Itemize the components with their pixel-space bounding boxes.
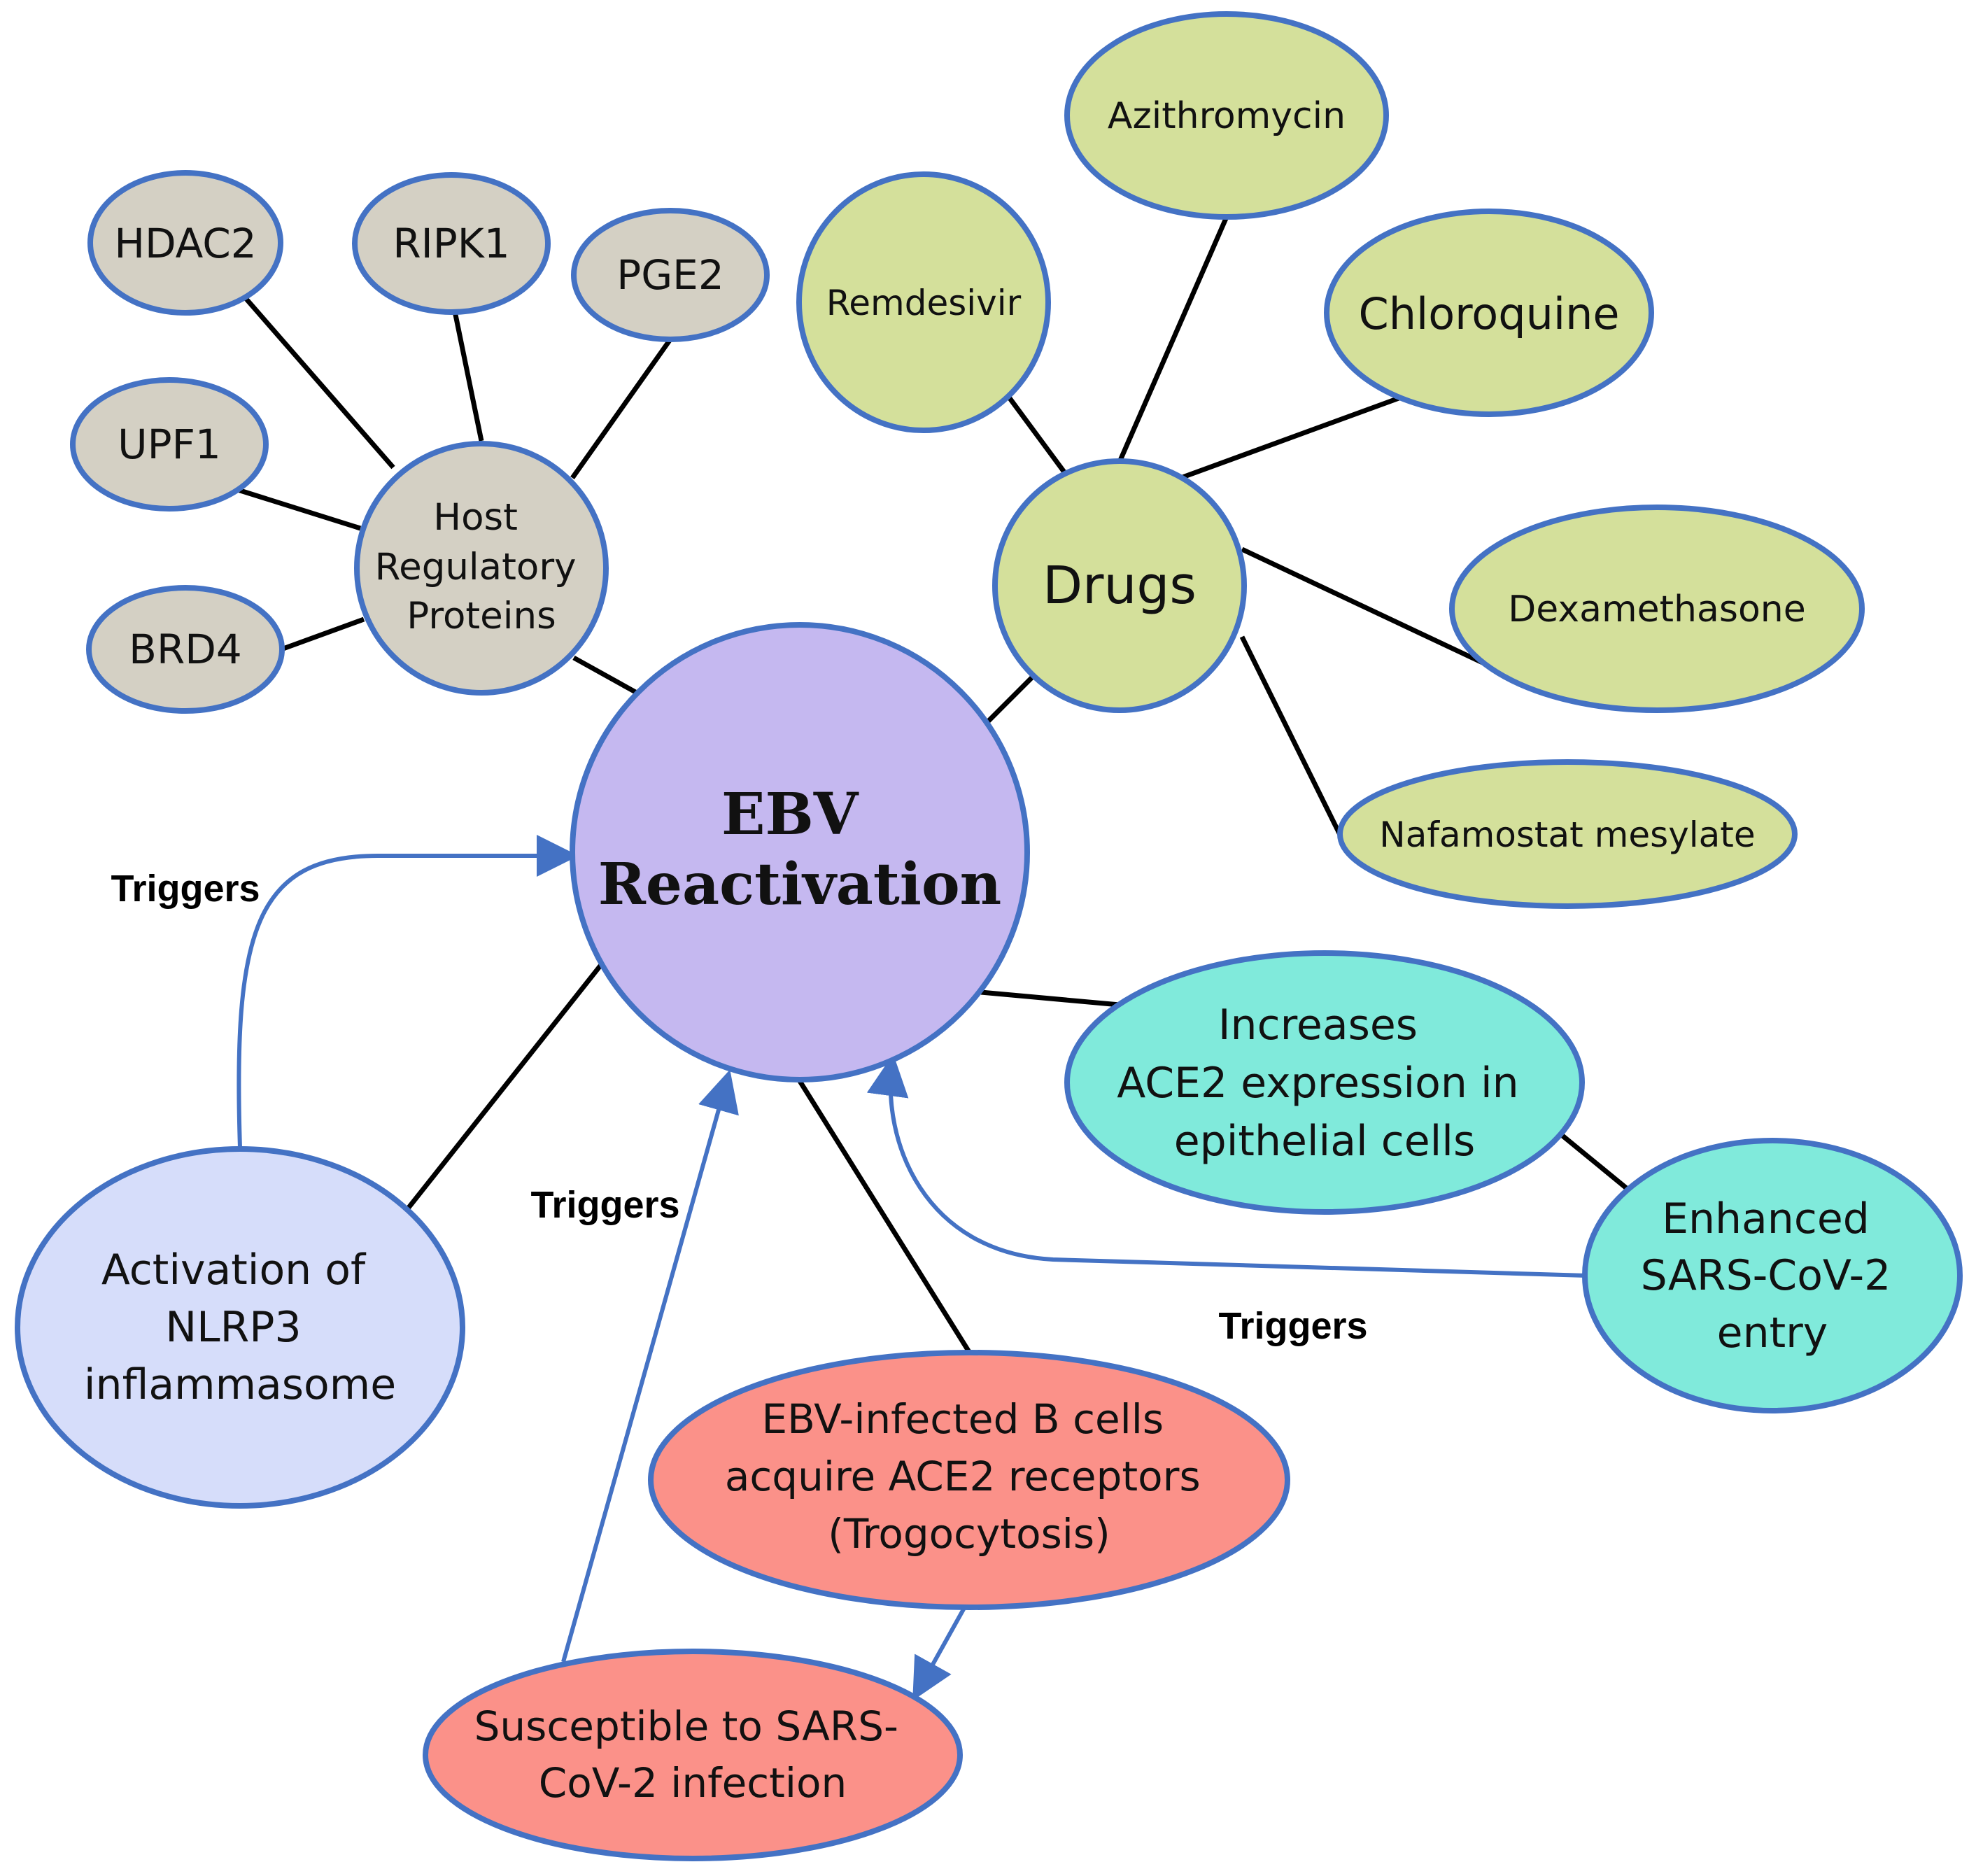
arrow-entry-to-center: [866, 1054, 1588, 1278]
drugs-hub-node[interactable]: Drugs: [992, 458, 1247, 713]
chloroquine-shape: [1324, 209, 1654, 417]
nlrp3-shape: [15, 1146, 465, 1509]
ebv-reactivation-line-2: Reactivation: [598, 851, 1002, 918]
ace2-epithelial-shape: [1064, 950, 1585, 1215]
ace2-epithelial-node[interactable]: Increases ACE2 expression in epithelial …: [1064, 950, 1585, 1215]
ace2-epithelial-line-1: Increases: [1218, 1001, 1418, 1050]
host-hub-line-1: Host: [433, 496, 518, 539]
host-hub-line-3: Proteins: [407, 595, 556, 637]
drugs-hub-label: Drugs: [1043, 556, 1197, 616]
enhanced-entry-shape: [1582, 1138, 1963, 1413]
ripk1-node[interactable]: RIPK1: [352, 172, 551, 315]
edge-host-center: [572, 655, 638, 696]
ace2-epithelial-line-2: ACE2 expression in: [1117, 1059, 1518, 1108]
nafamostat-shape: [1337, 759, 1798, 909]
dexamethasone-label: Dexamethasone: [1508, 588, 1805, 630]
nafamostat-label: Nafamostat mesylate: [1379, 814, 1755, 855]
host-hub-node[interactable]: Host Regulatory Proteins: [354, 441, 609, 696]
ebv-reactivation-line-1: EBV: [721, 781, 859, 848]
enhanced-entry-line-3: entry: [1717, 1309, 1828, 1357]
drugs-hub-shape: [992, 458, 1247, 713]
brd4-node[interactable]: BRD4: [86, 585, 285, 714]
edge-host-hdac2: [243, 295, 395, 470]
edge-center-bcells: [798, 1080, 971, 1353]
hdac2-shape: [87, 170, 283, 316]
upf1-node[interactable]: UPF1: [70, 377, 269, 512]
b-cells-line-3: (Trogocytosis): [828, 1510, 1110, 1558]
b-cells-line-2: acquire ACE2 receptors: [725, 1453, 1201, 1500]
pge2-node[interactable]: PGE2: [571, 208, 770, 342]
ripk1-label: RIPK1: [393, 220, 509, 267]
svg-text:Increases ACE2 expressio: Increases ACE2 expression in epithelial …: [1117, 1001, 1532, 1166]
drugs-group: Drugs Azithromycin Remdesivir Chloroquin…: [796, 11, 1865, 909]
nlrp3-line-2: NLRP3: [165, 1303, 301, 1352]
remdesivir-node[interactable]: Remdesivir: [796, 171, 1051, 433]
pge2-shape: [571, 208, 770, 342]
arrow-susceptible-to-center: [561, 1069, 739, 1663]
susceptible-line-2: CoV-2 infection: [539, 1759, 847, 1807]
arrow-nlrp3-to-center: [237, 835, 579, 1148]
host-regulatory-group: Host Regulatory Proteins HDAC2 RIPK1 PGE…: [70, 170, 770, 714]
triggers-label-left: Triggers: [111, 868, 260, 910]
trigger-arrows: [237, 835, 1588, 1701]
svg-text:Activation of NLRP3: Activation of NLRP3 inflammasome: [84, 1246, 396, 1409]
edge-drugs-center: [983, 675, 1034, 726]
edge-host-pge2: [570, 337, 672, 480]
edge-center-nlrp3: [406, 964, 602, 1211]
b-cells-line-1: EBV-infected B cells: [761, 1395, 1164, 1443]
upf1-shape: [70, 377, 269, 512]
edge-host-brd4: [280, 616, 365, 652]
upf1-label: UPF1: [118, 421, 221, 468]
svg-text:EBV Reactivation: EBV Reactivation: [598, 781, 1002, 918]
edge-drugs-nafamostat: [1239, 635, 1343, 836]
hdac2-label: HDAC2: [114, 220, 256, 267]
enhanced-entry-node[interactable]: Enhanced SARS-CoV-2 entry: [1582, 1138, 1963, 1413]
svg-text:Host Regulatory: Host Regulatory Proteins: [375, 496, 588, 637]
arrow-bcells-to-susceptible: [912, 1607, 966, 1701]
dexamethasone-node[interactable]: Dexamethasone: [1449, 505, 1865, 713]
edge-host-ripk1: [452, 311, 484, 442]
enhanced-entry-line-2: SARS-CoV-2: [1641, 1251, 1891, 1300]
nlrp3-node[interactable]: Activation of NLRP3 inflammasome: [15, 1146, 465, 1509]
susceptible-line-1: Susceptible to SARS-: [474, 1702, 898, 1750]
b-cells-shape: [648, 1350, 1290, 1610]
svg-text:Susceptible to SARS- CoV: Susceptible to SARS- CoV-2 infection: [474, 1702, 912, 1807]
azithromycin-node[interactable]: Azithromycin: [1064, 11, 1389, 220]
azithromycin-shape: [1064, 11, 1389, 220]
ebv-reactivation-node[interactable]: EBV Reactivation: [570, 622, 1030, 1082]
edge-host-upf1: [237, 487, 362, 531]
chloroquine-node[interactable]: Chloroquine: [1324, 209, 1654, 417]
ace2-epithelial-line-3: epithelial cells: [1174, 1117, 1476, 1166]
susceptible-node[interactable]: Susceptible to SARS- CoV-2 infection: [423, 1649, 963, 1861]
svg-text:Enhanced SARS-CoV-2: Enhanced SARS-CoV-2 entry: [1641, 1194, 1905, 1357]
remdesivir-shape: [796, 171, 1051, 433]
edge-center-ace2: [980, 989, 1120, 1008]
brd4-label: BRD4: [129, 626, 242, 673]
ripk1-shape: [352, 172, 551, 315]
brd4-shape: [86, 585, 285, 714]
edge-drugs-chloroquine: [1181, 395, 1402, 480]
triggers-label-right: Triggers: [1218, 1305, 1367, 1347]
edge-drugs-azithromycin: [1117, 216, 1229, 463]
remdesivir-label: Remdesivir: [826, 283, 1022, 323]
host-hub-line-2: Regulatory: [375, 546, 577, 588]
edge-drugs-remdesivir: [1005, 393, 1067, 475]
susceptible-shape: [423, 1649, 963, 1861]
azithromycin-label: Azithromycin: [1108, 95, 1346, 137]
nlrp3-line-1: Activation of: [101, 1246, 367, 1295]
enhanced-entry-line-1: Enhanced: [1662, 1194, 1870, 1243]
nlrp3-line-3: inflammasome: [84, 1360, 396, 1409]
pge2-label: PGE2: [616, 251, 724, 299]
nafamostat-node[interactable]: Nafamostat mesylate: [1337, 759, 1798, 909]
edge-ace2-entry: [1560, 1134, 1635, 1195]
svg-text:EBV-infected B cells acq: EBV-infected B cells acquire ACE2 recept…: [725, 1395, 1213, 1558]
chloroquine-label: Chloroquine: [1358, 288, 1619, 339]
triggers-label-middle: Triggers: [530, 1184, 679, 1226]
hdac2-node[interactable]: HDAC2: [87, 170, 283, 316]
ebv-reactivation-shape: [570, 622, 1030, 1082]
dexamethasone-shape: [1449, 505, 1865, 713]
b-cells-node[interactable]: EBV-infected B cells acquire ACE2 recept…: [648, 1350, 1290, 1610]
host-hub-shape: [354, 441, 609, 696]
